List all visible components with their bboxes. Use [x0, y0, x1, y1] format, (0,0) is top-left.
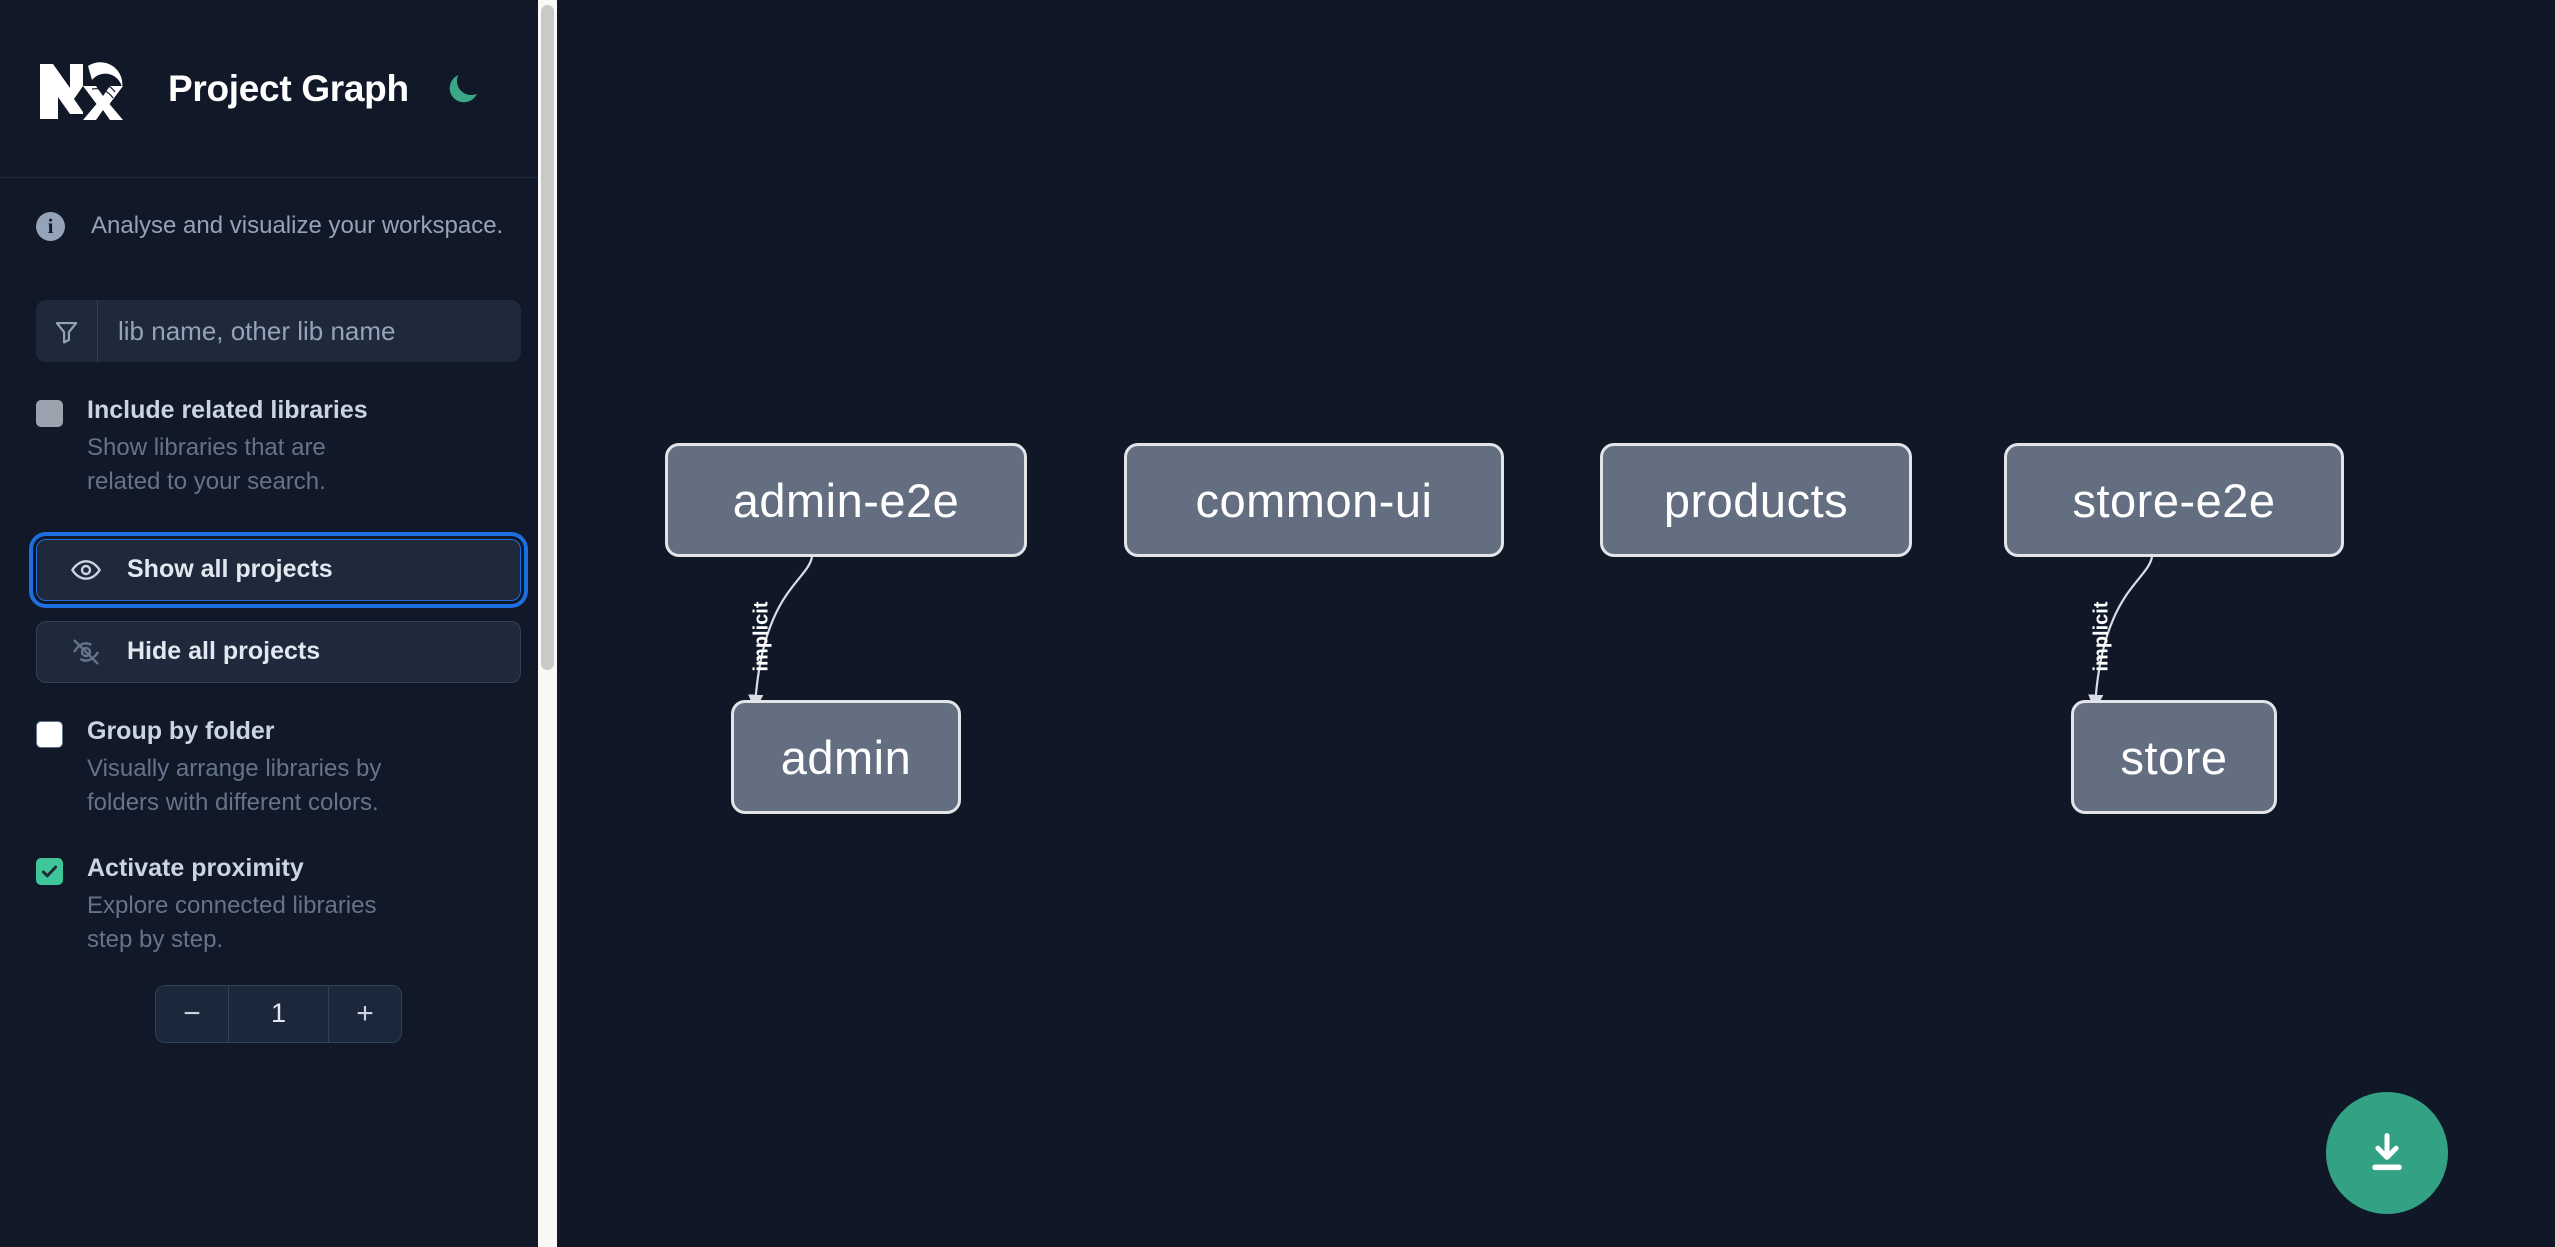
- show-all-projects-label: Show all projects: [127, 555, 333, 584]
- download-icon: [2372, 1133, 2402, 1171]
- checkbox-activate-proximity[interactable]: [36, 857, 63, 885]
- sidebar-controls: Include related libraries Show libraries…: [0, 300, 557, 1043]
- visibility-buttons: Show all projects Hide all projects: [29, 531, 528, 683]
- sidebar-header: Project Graph: [0, 0, 557, 178]
- option-group-by-folder[interactable]: Group by folder Visually arrange librari…: [36, 715, 521, 820]
- info-text: Analyse and visualize your workspace.: [91, 212, 504, 239]
- option-label: Group by folder: [87, 716, 275, 745]
- option-activate-proximity[interactable]: Activate proximity Explore connected lib…: [36, 852, 521, 957]
- eye-slash-icon: [69, 635, 103, 669]
- option-include-related-libraries[interactable]: Include related libraries Show libraries…: [36, 394, 521, 499]
- option-label: Include related libraries: [87, 396, 368, 424]
- graph-canvas[interactable]: admin-e2e common-ui products store-e2e a…: [557, 0, 2555, 1247]
- graph-node-admin[interactable]: admin: [731, 700, 961, 814]
- search-input[interactable]: [98, 300, 521, 362]
- show-all-projects-button[interactable]: Show all projects: [29, 531, 528, 608]
- proximity-increment-button[interactable]: +: [328, 985, 401, 1042]
- graph-node-store[interactable]: store: [2071, 700, 2277, 814]
- sidebar-scrollbar[interactable]: [538, 0, 557, 1247]
- proximity-stepper: − 1 +: [36, 984, 521, 1043]
- option-label: Activate proximity: [87, 853, 304, 882]
- nx-logo: [40, 61, 123, 120]
- eye-icon: [69, 553, 103, 587]
- page-title: Project Graph: [168, 67, 409, 109]
- graph-node-admin-e2e[interactable]: admin-e2e: [665, 443, 1027, 557]
- filter-box[interactable]: [36, 300, 521, 362]
- proximity-decrement-button[interactable]: −: [156, 985, 229, 1042]
- hide-all-projects-label: Hide all projects: [127, 637, 321, 666]
- graph-node-store-e2e[interactable]: store-e2e: [2004, 443, 2344, 557]
- graph-node-common-ui[interactable]: common-ui: [1124, 443, 1504, 557]
- button-spacer: [36, 601, 521, 621]
- hide-all-projects-button[interactable]: Hide all projects: [36, 620, 521, 683]
- option-description: Show libraries that are related to your …: [87, 433, 326, 495]
- funnel-icon: [36, 300, 98, 362]
- graph-node-products[interactable]: products: [1600, 443, 1912, 557]
- checkbox-group-by-folder[interactable]: [36, 720, 63, 748]
- sidebar: Project Graph i Analyse and visualize yo…: [0, 0, 557, 1247]
- workspace-info: i Analyse and visualize your workspace.: [0, 178, 557, 274]
- moon-icon[interactable]: [441, 67, 485, 111]
- download-graph-button[interactable]: [2326, 1092, 2448, 1214]
- sidebar-scrollbar-thumb[interactable]: [541, 5, 554, 670]
- option-description: Visually arrange libraries by folders wi…: [87, 754, 382, 816]
- option-description: Explore connected libraries step by step…: [87, 891, 377, 953]
- graph-edges: [748, 556, 2154, 711]
- checkbox-include-related-libraries[interactable]: [36, 400, 63, 427]
- info-icon: i: [36, 211, 65, 241]
- proximity-value: 1: [229, 985, 328, 1042]
